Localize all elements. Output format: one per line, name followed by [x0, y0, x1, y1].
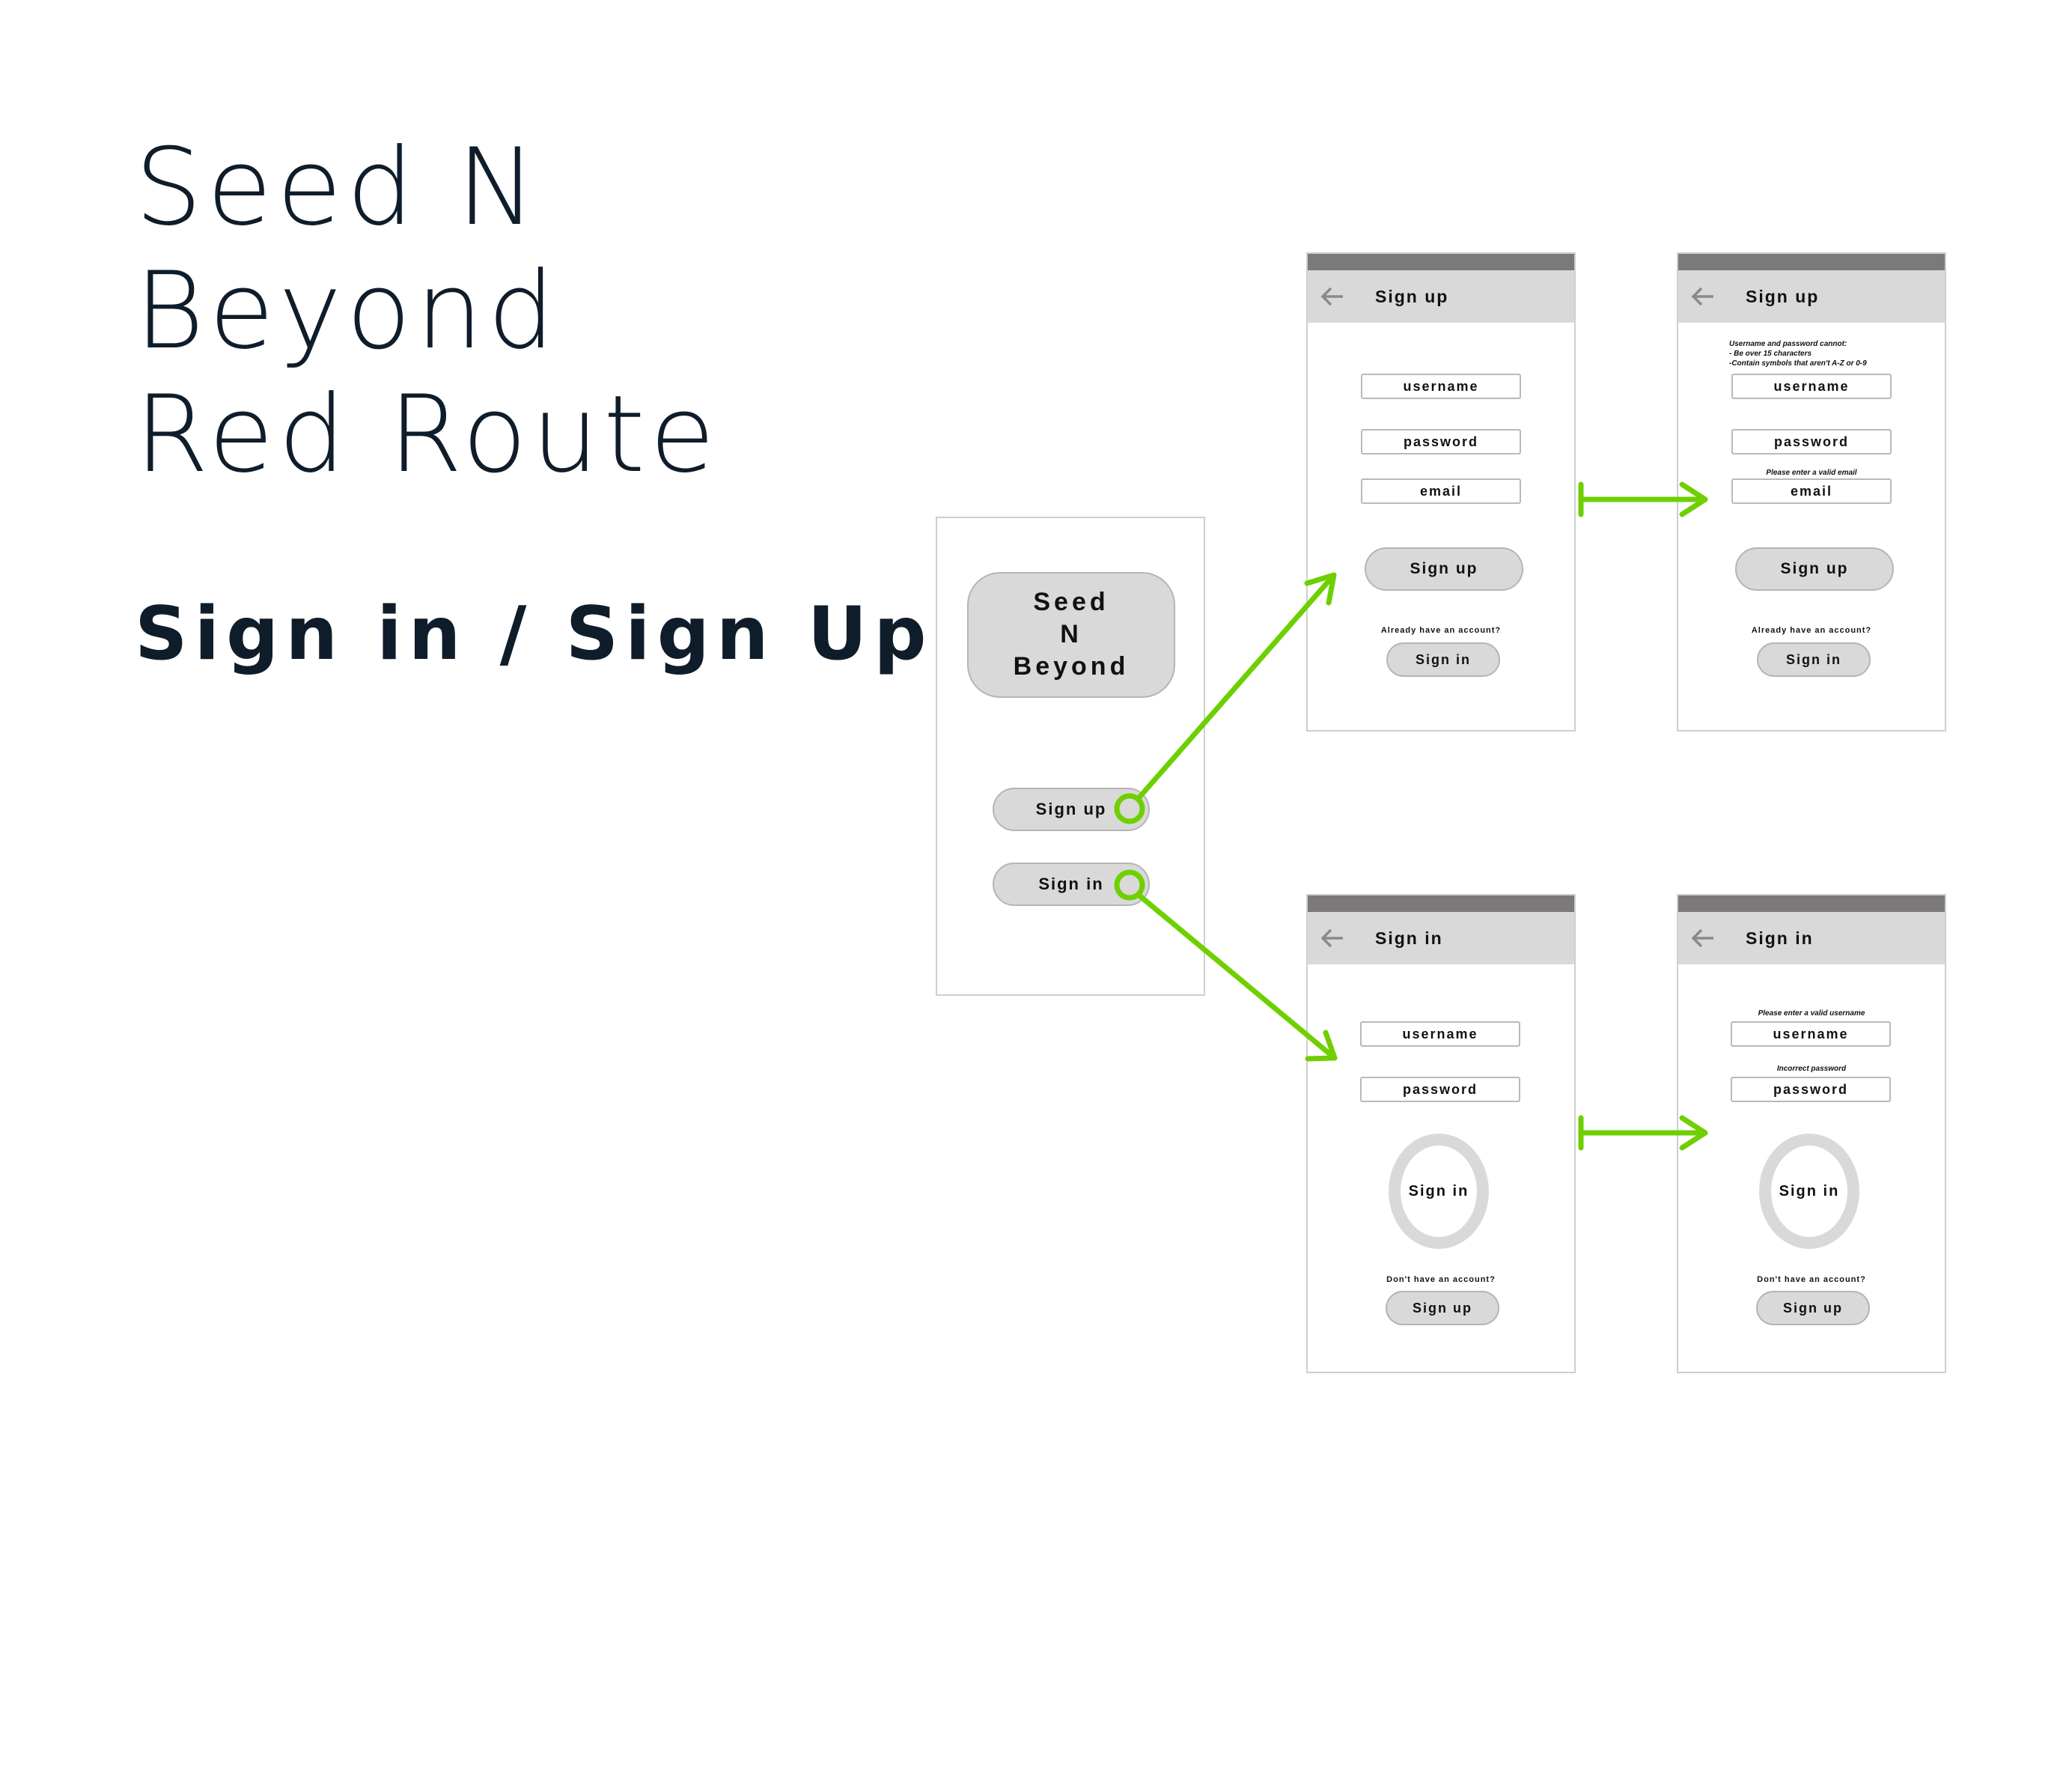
app-bar: Sign in [1308, 912, 1574, 964]
username-field[interactable]: username [1731, 374, 1892, 399]
signup-submit-button[interactable]: Sign up [1365, 547, 1523, 591]
rule-1: - Be over 15 characters [1729, 350, 1812, 358]
rule-2: -Contain symbols that aren't A-Z or 0-9 [1729, 359, 1867, 368]
app-bar: Sign up [1678, 270, 1945, 323]
arrow-left-icon[interactable] [1689, 282, 1717, 311]
status-bar [1308, 895, 1574, 912]
appbar-title: Sign up [1746, 287, 1820, 306]
password-field[interactable]: password [1731, 1077, 1891, 1102]
appbar-title: Sign up [1375, 287, 1449, 306]
rules-title: Username and password cannot: [1729, 340, 1847, 348]
logo-line-2: N [1060, 620, 1082, 648]
arrow-left-icon[interactable] [1689, 924, 1717, 952]
email-field[interactable]: email [1731, 478, 1892, 504]
username-error: Please enter a valid username [1758, 1009, 1865, 1018]
email-field[interactable]: email [1361, 478, 1521, 504]
account-prompt: Don't have an account? [1757, 1275, 1866, 1284]
signin-button[interactable]: Sign in [993, 863, 1150, 906]
signup-error-screen: Sign up Username and password cannot: - … [1677, 252, 1946, 732]
account-prompt: Don't have an account? [1386, 1275, 1496, 1284]
signup-link-button[interactable]: Sign up [1386, 1291, 1499, 1325]
password-field[interactable]: password [1361, 429, 1521, 454]
signin-link-button[interactable]: Sign in [1757, 642, 1871, 677]
logo-line-1: Seed [1033, 588, 1109, 616]
signup-submit-button[interactable]: Sign up [1735, 547, 1894, 591]
section-subtitle: Sign in / Sign Up [135, 592, 933, 677]
signin-screen: Sign in username password Sign in Don't … [1306, 894, 1576, 1373]
username-field[interactable]: username [1360, 1021, 1520, 1047]
account-prompt: Already have an account? [1380, 626, 1502, 635]
signup-screen: Sign up username password email Sign up … [1306, 252, 1576, 732]
signin-link-button[interactable]: Sign in [1386, 642, 1500, 677]
signin-submit-button[interactable]: Sign in [1389, 1134, 1489, 1249]
email-error: Please enter a valid email [1766, 469, 1857, 477]
signin-submit-label: Sign in [1779, 1183, 1840, 1199]
logo-line-3: Beyond [1013, 652, 1130, 681]
username-field[interactable]: username [1361, 374, 1521, 399]
signup-button[interactable]: Sign up [993, 788, 1150, 831]
title-line-1: Seed N [135, 126, 541, 249]
status-bar [1678, 895, 1945, 912]
status-bar [1678, 254, 1945, 270]
signin-submit-label: Sign in [1408, 1183, 1469, 1199]
username-field[interactable]: username [1731, 1021, 1891, 1047]
account-prompt: Already have an account? [1751, 626, 1872, 635]
home-screen: Seed N Beyond Sign up Sign in [936, 517, 1205, 996]
appbar-title: Sign in [1746, 928, 1814, 948]
appbar-title: Sign in [1375, 928, 1443, 948]
signin-error-screen: Sign in Please enter a valid username us… [1677, 894, 1946, 1373]
signup-link-button[interactable]: Sign up [1756, 1291, 1870, 1325]
status-bar [1308, 254, 1574, 270]
title-line-3: Red Route [135, 373, 720, 496]
password-field[interactable]: password [1731, 429, 1892, 454]
password-field[interactable]: password [1360, 1077, 1520, 1102]
app-bar: Sign in [1678, 912, 1945, 964]
arrow-left-icon[interactable] [1318, 924, 1347, 952]
app-logo: Seed N Beyond [967, 572, 1175, 698]
app-bar: Sign up [1308, 270, 1574, 323]
signin-submit-button[interactable]: Sign in [1759, 1134, 1859, 1249]
password-error: Incorrect password [1776, 1065, 1847, 1073]
arrow-left-icon[interactable] [1318, 282, 1347, 311]
title-line-2: Beyond [135, 249, 560, 373]
